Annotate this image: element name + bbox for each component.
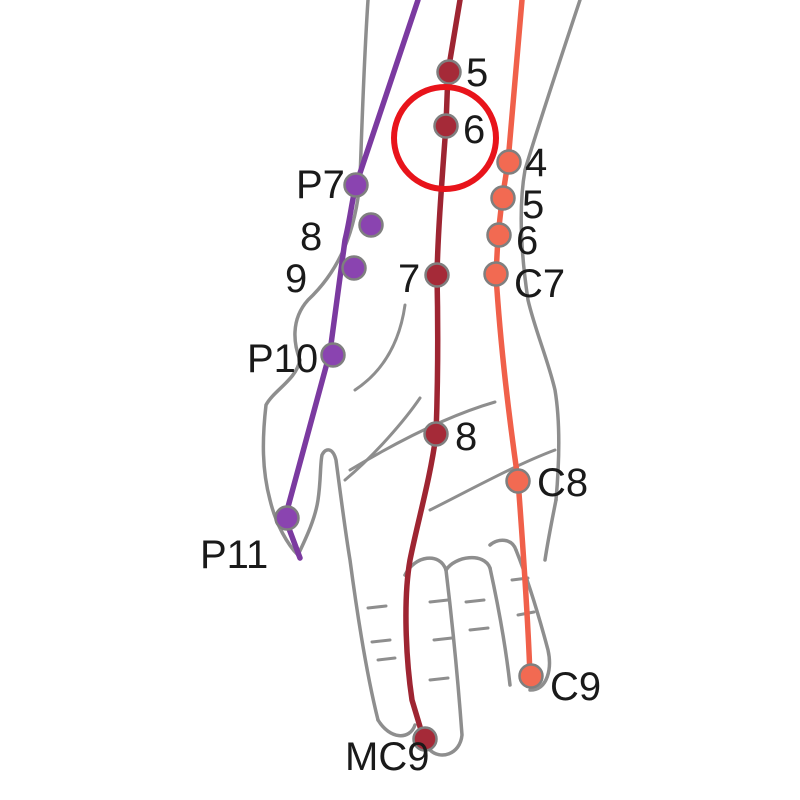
finger-crease-2: [370, 638, 392, 644]
label-p11: P11: [200, 533, 268, 577]
middle-ring-gap: [444, 556, 492, 572]
highlight-ring-mc6: [391, 84, 499, 192]
label-mc5: 5: [466, 51, 488, 95]
point-p7: [343, 172, 369, 198]
point-p8: [358, 212, 384, 238]
point-p10: [320, 342, 346, 368]
label-p7: P7: [296, 163, 345, 207]
ring-little-gap: [488, 538, 518, 552]
meridian-lines: [282, 0, 533, 743]
point-mc5: [436, 59, 462, 85]
label-p8: 8: [300, 215, 322, 259]
label-p9: 9: [285, 257, 307, 301]
label-mc6: 6: [463, 108, 485, 152]
finger-crease-1: [366, 604, 388, 610]
point-p11: [274, 505, 300, 531]
label-c8: C8: [537, 461, 588, 505]
label-c6: 6: [516, 219, 538, 263]
point-c6: [486, 222, 512, 248]
label-c9: C9: [550, 665, 601, 709]
point-c7: [483, 261, 509, 287]
point-c8: [505, 468, 531, 494]
finger-crease-5: [464, 598, 486, 604]
point-mc7: [424, 262, 450, 288]
point-mc6: [433, 113, 459, 139]
palm-crease-lower: [428, 448, 557, 512]
finger-crease-10: [376, 656, 397, 662]
label-c4: 4: [525, 141, 547, 185]
label-mc8: 8: [455, 415, 477, 459]
thenar-crease: [343, 396, 422, 482]
finger-crease-3: [428, 598, 450, 604]
point-c9: [518, 663, 544, 689]
forearm-left-contour: [261, 0, 370, 557]
finger-crease-9: [428, 676, 450, 682]
ring-finger-contour: [488, 566, 512, 687]
point-c5: [490, 185, 516, 211]
point-mc8: [423, 421, 449, 447]
finger-crease-6: [468, 626, 490, 632]
point-labels: P7 8 9 P10 P11 5 6 7 8 MC9 4 5 6 C7 C8 C…: [200, 51, 601, 779]
label-mc7: 7: [398, 257, 420, 301]
label-c7: C7: [514, 262, 565, 306]
middle-finger-contour: [428, 568, 464, 757]
label-c5: 5: [522, 183, 544, 227]
point-p9: [341, 255, 367, 281]
index-finger-contour: [376, 718, 417, 738]
hand-outline: [261, 0, 582, 757]
point-c4: [496, 149, 522, 175]
point-mc9: [412, 726, 438, 752]
palm-right-edge: [543, 498, 558, 562]
forearm-right-contour: [519, 0, 582, 502]
acupoints: [274, 59, 544, 752]
wrist-crease: [353, 303, 407, 392]
label-p10: P10: [247, 337, 318, 381]
finger-crease-4: [432, 636, 454, 642]
label-mc9: MC9: [345, 735, 429, 779]
thumb-inner-contour: [296, 448, 380, 722]
heart-meridian-line: [493, 0, 533, 679]
